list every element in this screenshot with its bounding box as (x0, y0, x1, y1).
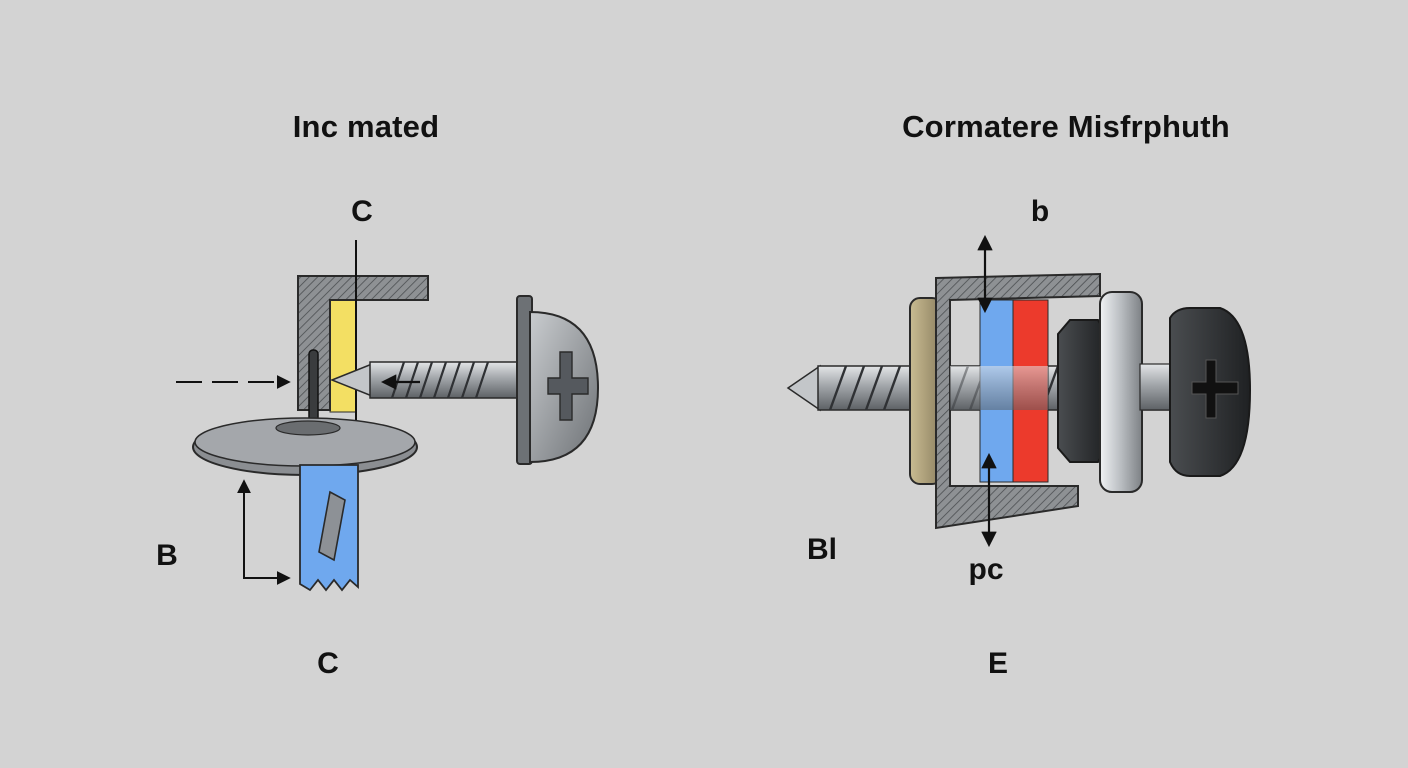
left-callout-top: C (351, 195, 373, 228)
right-callout-top: b (1030, 195, 1050, 228)
left-blue-strip (299, 464, 359, 592)
right-assembly (786, 234, 1252, 548)
left-callout-left: B (156, 539, 178, 572)
right-callout-lower-center: pc (968, 553, 1004, 586)
right-silver-washer (1099, 291, 1143, 493)
right-hex-nut (1057, 319, 1107, 463)
left-bracket-slot (308, 349, 319, 423)
left-corner-arrow (237, 479, 291, 585)
left-yellow-layer (329, 299, 357, 413)
left-screw (329, 295, 600, 465)
right-callout-left: Bl (807, 533, 837, 566)
left-panel-title: Inc mated (292, 109, 440, 144)
right-panel-title: Cormatere Misfrphuth (902, 109, 1230, 144)
left-assembly (176, 240, 600, 592)
right-callout-bottom: E (987, 647, 1009, 680)
left-callout-bottom: C (317, 647, 339, 680)
